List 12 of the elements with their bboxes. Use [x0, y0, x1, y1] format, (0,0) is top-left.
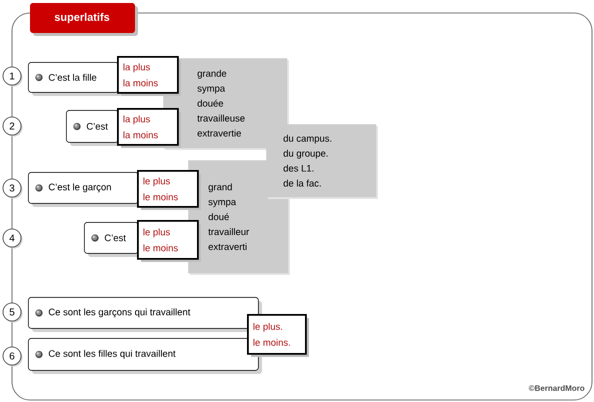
sentence-box: C’est le garçon — [28, 172, 142, 207]
title-tab: superlatifs — [30, 3, 138, 36]
choice-box: le plus. le moins. — [247, 314, 309, 357]
choice-box: la plus la moins — [117, 108, 181, 148]
choice-box: le plus le moins — [137, 220, 201, 262]
choice-box: la plus la moins — [117, 56, 181, 96]
word-list-box: du campus. du groupe. des L1. de la fac. — [266, 124, 378, 199]
sentence-box: C’est — [66, 110, 122, 146]
sentence-box: C’est la fille — [28, 62, 122, 96]
node-label: du groupe. — [284, 150, 328, 159]
sentence-box: C’est — [84, 222, 142, 257]
choice-box: le plus le moins — [137, 170, 201, 210]
